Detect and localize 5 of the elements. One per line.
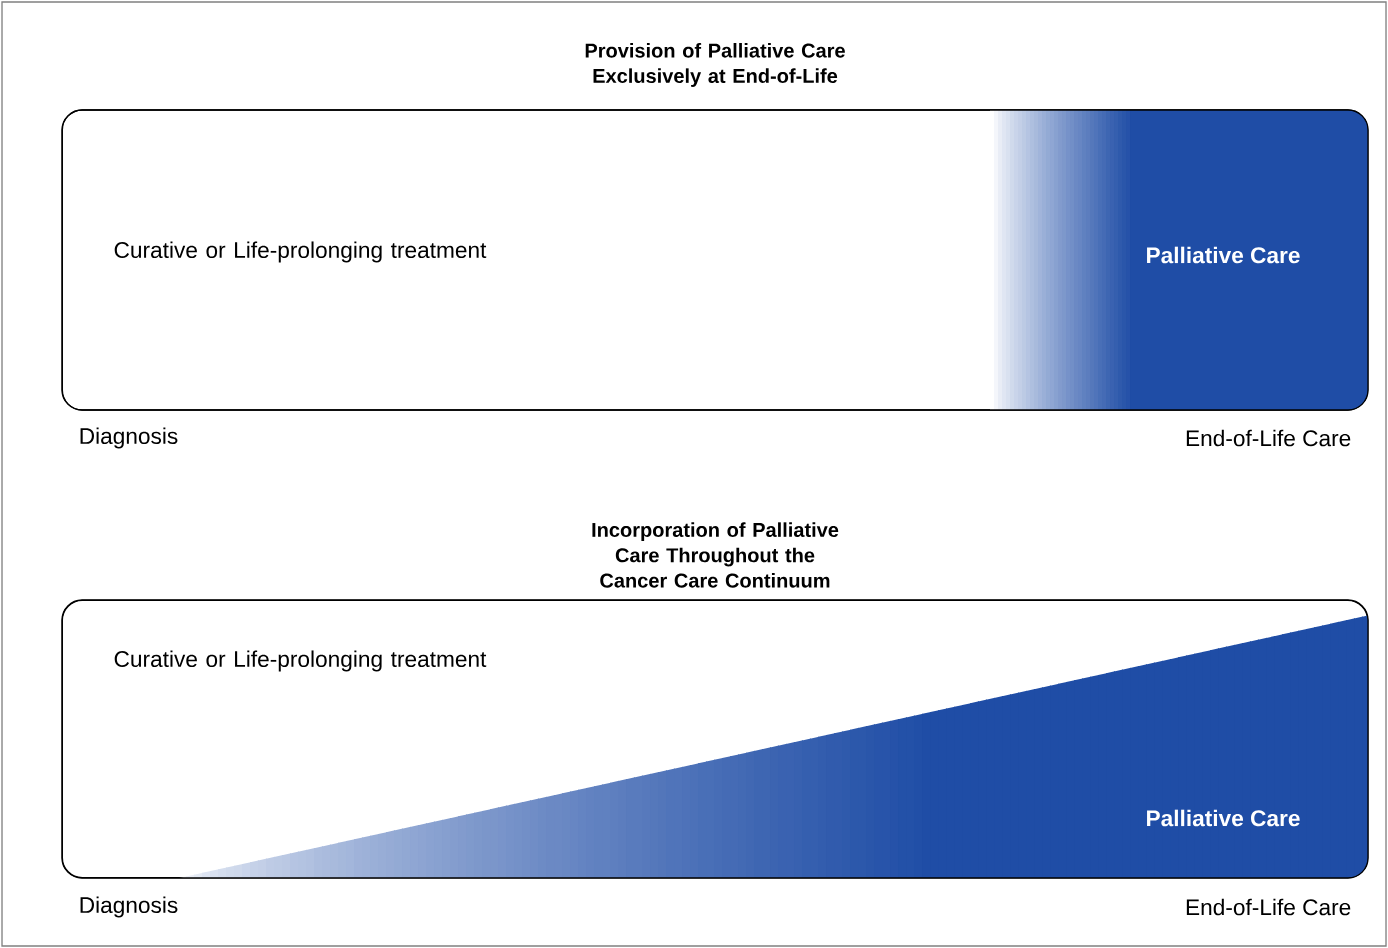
panel-title: Incorporation of Palliative Care Throughout the Cancer Care Continuum — [592, 522, 839, 588]
palliative-care-area: Palliative Care — [990, 110, 1368, 410]
treatment-label: Curative or Life-prolonging treatment — [114, 241, 487, 263]
panel-title: Provision of Palliative Care Exclusively at End-of-Life — [585, 43, 845, 87]
treatment-label: Curative or Life-prolonging treatment — [114, 650, 487, 672]
